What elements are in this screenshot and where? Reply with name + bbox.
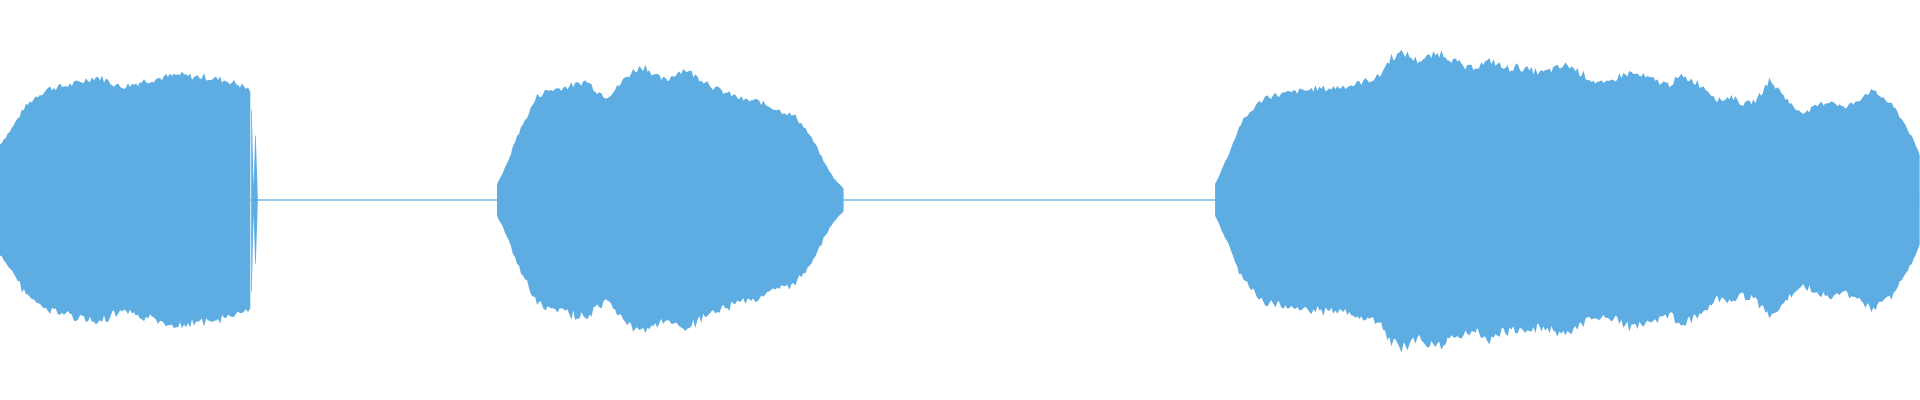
- waveform-segment-1: [0, 71, 251, 329]
- waveform-segment-1-tail: [251, 109, 258, 292]
- waveform-segment-3: [1215, 49, 1920, 353]
- waveform-segment-2: [497, 64, 844, 334]
